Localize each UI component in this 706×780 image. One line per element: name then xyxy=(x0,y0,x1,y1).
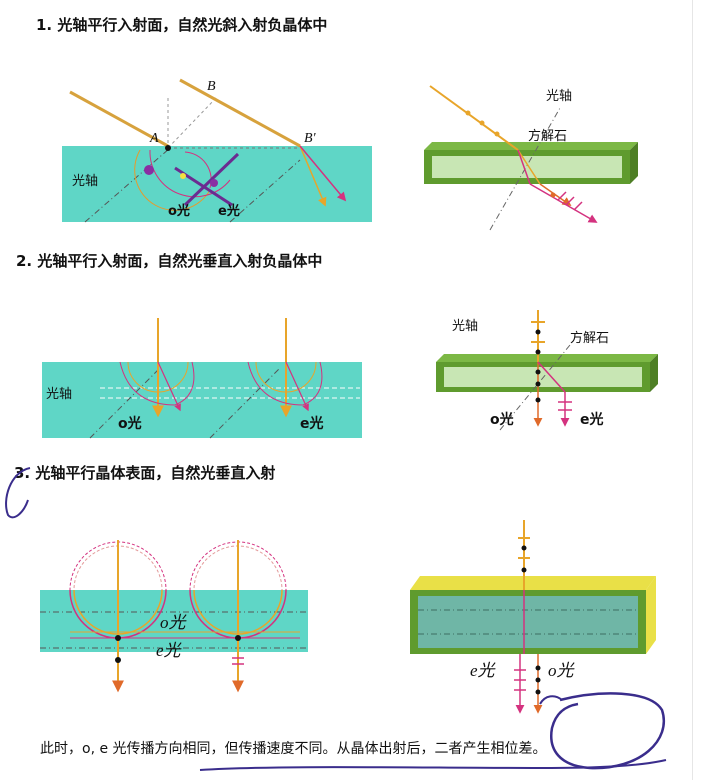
section-2-title: 2. 光轴平行入射面，自然光垂直入射负晶体中 xyxy=(16,250,322,271)
s1-label-e-light: e光 xyxy=(218,203,240,219)
section-1-title: 1. 光轴平行入射面，自然光斜入射负晶体中 xyxy=(36,14,327,35)
scrollbar-gutter[interactable] xyxy=(692,0,706,780)
s3-calcite-diagram: e光 o光 xyxy=(410,520,656,714)
section-1-text: 光轴平行入射面，自然光斜入射负晶体中 xyxy=(57,16,328,34)
s3-crystal-diagram: o光 e光 xyxy=(40,540,308,693)
s1-right-label-axis: 光轴 xyxy=(546,89,572,104)
s1-incident-ray-b xyxy=(179,78,301,148)
section-3-title: 3. 光轴平行晶体表面，自然光垂直入射 xyxy=(14,462,275,483)
handwritten-mark-left xyxy=(5,467,31,519)
s3-label-o-light: o光 xyxy=(160,613,188,632)
s2-right-label-e-light: e光 xyxy=(580,411,604,428)
s1-label-o-light: o光 xyxy=(168,203,190,219)
s2-calcite-diagram: 光轴 方解石 o光 e光 xyxy=(436,310,658,431)
s1-optic-axis-line xyxy=(84,147,171,223)
footer-explanation: 此时，o, e 光传播方向相同，但传播速度不同。从晶体出射后，二者产生相位差。 xyxy=(40,741,547,757)
s1-label-A: A xyxy=(149,131,159,146)
s2-right-label-calcite: 方解石 xyxy=(570,330,609,346)
s2-crystal xyxy=(42,362,362,438)
s1-label-B: B xyxy=(207,79,216,94)
s2-right-label-o-light: o光 xyxy=(490,411,514,428)
handwritten-loop xyxy=(550,692,665,770)
s2-label-axis: 光轴 xyxy=(46,387,72,402)
section-1-number: 1. xyxy=(36,16,53,34)
s1-label-axis: 光轴 xyxy=(72,174,98,189)
s2-label-o-light: o光 xyxy=(118,415,142,432)
s3-crystal xyxy=(40,590,308,652)
s3-label-e-light: e光 xyxy=(156,641,183,660)
handwritten-underline xyxy=(199,759,667,771)
s1-incident-ray-a xyxy=(69,90,169,148)
s2-right-label-axis: 光轴 xyxy=(452,319,478,334)
s3-right-label-e-light: e光 xyxy=(470,661,497,680)
s1-right-label-calcite: 方解石 xyxy=(528,128,567,144)
section-2-number: 2. xyxy=(16,252,33,270)
s2-crystal-diagram: 光轴 o光 e光 xyxy=(42,318,362,439)
s1-calcite-diagram: 光轴 方解石 xyxy=(424,85,638,231)
s1-crystal-diagram: 光轴 A B B' o光 e光 xyxy=(62,78,372,223)
s1-label-B-prime: B' xyxy=(304,131,317,146)
section-3-text: 光轴平行晶体表面，自然光垂直入射 xyxy=(35,464,276,482)
s3-right-label-o-light: o光 xyxy=(548,661,576,680)
section-2-text: 光轴平行入射面，自然光垂直入射负晶体中 xyxy=(37,252,323,270)
s2-label-e-light: e光 xyxy=(300,415,324,432)
